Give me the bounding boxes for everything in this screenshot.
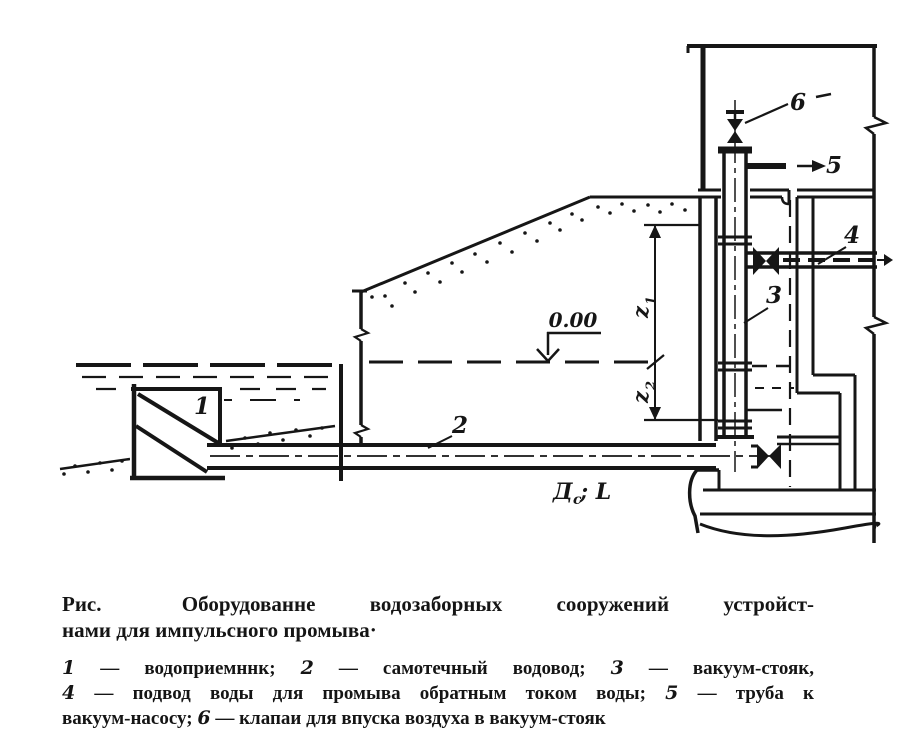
- svg-text:z: z: [628, 390, 653, 404]
- part-label-5: 5: [826, 152, 842, 179]
- backwash-pipe: 4: [746, 222, 893, 275]
- break-symbol: [352, 424, 371, 438]
- building-structure: [686, 44, 890, 543]
- foundation: [687, 468, 881, 538]
- flow-arrow-icon: [884, 254, 893, 266]
- dimension-line: z 1 z 2: [628, 223, 718, 422]
- elevation-arrow: [536, 348, 560, 363]
- dim-mid-tick: [646, 354, 665, 370]
- riverbed-slope: [59, 424, 336, 476]
- part-4-leader: [817, 246, 847, 265]
- elevation-marker: 0.00: [536, 308, 601, 363]
- break-symbol: [863, 315, 890, 335]
- embankment-slope: [360, 195, 591, 294]
- pipe-dimension-label: Д с ; L: [552, 479, 611, 508]
- caption-title-text: Оборудованне водозаборных сооружений уст…: [181, 592, 814, 616]
- svg-text:Д: Д: [552, 479, 573, 505]
- flow-arrow-icon: [812, 160, 826, 172]
- dim-arrow-bottom: [649, 407, 661, 420]
- outer-wall: [863, 46, 890, 543]
- part-3-leader: [743, 307, 769, 324]
- foundation-pier: [687, 468, 719, 534]
- figure-legend: 1 — водоприемннк; 2 — самотечный водовод…: [62, 656, 814, 731]
- ground-wavy-line: [699, 521, 881, 538]
- break-symbol: [352, 328, 371, 342]
- svg-text:; L: ; L: [579, 479, 611, 505]
- water-intake: 1: [130, 383, 225, 481]
- legend-line-3: вакуум-насосу; 6 — клапаи для впуска воз…: [62, 707, 606, 729]
- valve-body-icon: [727, 119, 743, 131]
- soil-dots-embankment: [370, 202, 687, 308]
- vacuum-riser: 3: [716, 100, 782, 472]
- riser-flanges: [716, 235, 754, 439]
- part-label-1: 1: [194, 393, 210, 420]
- embankment: [339, 195, 701, 481]
- svg-text:с: с: [573, 492, 582, 508]
- part-2-leader: [427, 435, 453, 449]
- vacuum-pump-pipe: 5: [747, 152, 842, 179]
- part-label-2: 2: [451, 412, 468, 439]
- caption-title-line1: Рис. Оборудованне водозаборных сооружени…: [62, 591, 814, 617]
- figure-number-prefix: Рис.: [62, 592, 102, 616]
- valve-body-icon: [757, 444, 769, 469]
- figure-caption: Рис. Оборудованне водозаборных сооружени…: [62, 591, 814, 731]
- svg-text:2: 2: [644, 381, 659, 391]
- part-6-leader: [744, 102, 789, 125]
- air-valve: 6: [726, 89, 832, 143]
- gravity-pipe: 2 Д с ; L: [207, 412, 782, 508]
- caption-title-line2: нами для импульсного промыва·: [62, 618, 377, 642]
- part-label-3: 3: [766, 282, 782, 309]
- valve-body-icon: [753, 247, 766, 275]
- svg-text:1: 1: [644, 296, 659, 305]
- chamber-water-level: [747, 364, 794, 412]
- stepped-wall: [777, 197, 857, 489]
- svg-text:z: z: [628, 305, 653, 319]
- part-label-6: 6: [790, 89, 806, 116]
- technical-diagram: 1 2 Д с ; L: [59, 44, 893, 543]
- dim-label-z1: z 1: [628, 296, 659, 319]
- soil-dots-shore: [62, 426, 324, 476]
- dim-label-z2: z 2: [628, 381, 659, 404]
- part-label-4: 4: [844, 222, 860, 249]
- elevation-value: 0.00: [549, 308, 598, 332]
- dim-arrow-top: [649, 225, 661, 238]
- break-symbol: [863, 115, 890, 135]
- legend-line-1: 1 — водоприемннк; 2 — самотечный водовод…: [62, 657, 815, 679]
- legend-line-2: 4 — подвод воды для промыва обратным ток…: [62, 682, 815, 704]
- bottom-valve: [751, 444, 781, 469]
